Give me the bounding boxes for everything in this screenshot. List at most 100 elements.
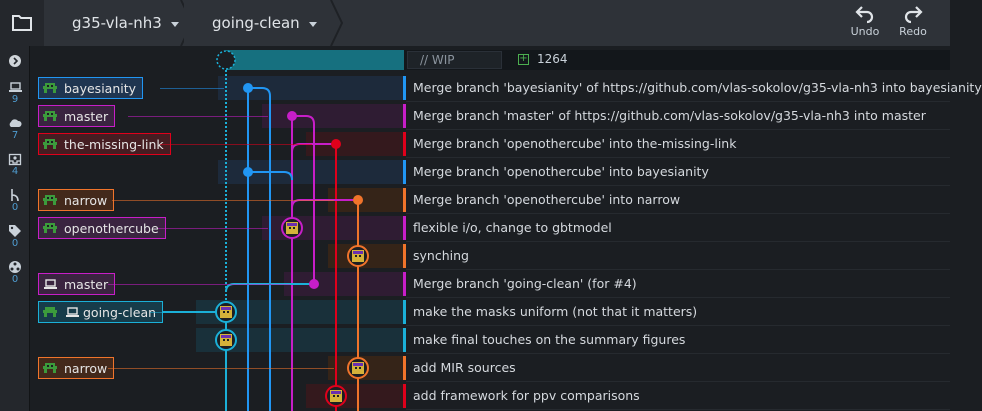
author-avatar-icon [223, 339, 225, 341]
commit-message: Merge branch 'openothercube' into the-mi… [413, 136, 737, 151]
author-avatar-icon [353, 251, 363, 254]
repo-selector[interactable]: g35-vla-nh3 [44, 0, 184, 46]
commit-message: Merge branch 'openothercube' into narrow [413, 192, 681, 207]
sidebar-item-stashes[interactable]: 4 [0, 153, 30, 177]
label-connector [160, 88, 224, 89]
remote-avatar-icon [39, 358, 61, 378]
branch-label-text: narrow [64, 360, 108, 376]
branch-color-marker [403, 328, 406, 352]
commit-message: make final touches on the summary figure… [413, 332, 686, 347]
commit-row[interactable]: Merge branch 'openothercube' into the-mi… [30, 130, 950, 158]
undo-icon [855, 6, 874, 24]
toolbar: g35-vla-nh3 going-clean Undo Redo [0, 0, 950, 47]
commit-row[interactable]: Merge branch 'openothercube' into narrow [30, 186, 950, 214]
redo-icon [904, 6, 923, 24]
tag-count: 0 [11, 238, 19, 249]
author-avatar-icon [227, 311, 229, 313]
sidebar-item-tags[interactable]: 0 [0, 225, 30, 249]
branch-color-marker [403, 300, 406, 324]
undo-button[interactable]: Undo [843, 4, 887, 42]
local-count: 9 [11, 94, 19, 105]
toggle-panel-button[interactable] [0, 55, 30, 67]
wip-count-value: 1264 [537, 52, 568, 66]
remote-avatar-icon [39, 190, 61, 210]
remote-avatar-icon [39, 218, 61, 238]
lane-line [292, 115, 315, 284]
author-avatar-icon [359, 367, 361, 369]
breadcrumb-separator [330, 0, 344, 47]
author-avatar-icon [331, 391, 341, 394]
author-avatar-icon [221, 335, 231, 338]
author-avatar-icon [221, 307, 231, 310]
wip-summary-input[interactable]: // WIP [407, 51, 502, 69]
branch-label-text: the-missing-link [64, 136, 164, 152]
merge-commit-node [309, 279, 319, 289]
folder-icon [12, 15, 32, 31]
branch-color-marker [403, 160, 406, 184]
remote-avatar-icon [39, 106, 61, 126]
commit-message: add MIR sources [413, 360, 516, 375]
branch-label[interactable]: openothercube [38, 217, 166, 239]
commit-message: add framework for ppv comparisons [413, 388, 640, 403]
row-divider [406, 381, 950, 382]
author-avatar-icon [223, 311, 225, 313]
wip-graph-strip [226, 50, 404, 70]
sidebar-item-pull-requests[interactable]: 0 [0, 189, 30, 213]
branch-label-text: master [64, 108, 109, 124]
branch-color-marker [403, 76, 406, 100]
chevron-down-icon [170, 21, 179, 27]
row-divider [406, 129, 950, 130]
branch-label[interactable]: master [38, 105, 116, 127]
commit-message: Merge branch 'bayesianity' of https://gi… [413, 80, 982, 95]
merge-commit-node [353, 195, 363, 205]
label-connector [150, 312, 202, 313]
commit-row[interactable]: add framework for ppv comparisons [30, 382, 950, 410]
cloud-icon [9, 119, 22, 127]
added-files-icon: + [518, 52, 529, 65]
branch-label[interactable]: the-missing-link [38, 133, 171, 155]
merge-commit-node [331, 139, 341, 149]
sidebar-item-local[interactable]: 9 [0, 81, 30, 105]
remote-avatar-icon [39, 302, 61, 322]
sidebar-item-remote[interactable]: 7 [0, 117, 30, 141]
redo-label: Redo [899, 25, 927, 38]
sidebar-item-submodules[interactable]: 0 [0, 261, 30, 285]
branch-color-marker [403, 132, 406, 156]
submodule-icon [9, 261, 21, 273]
wip-node [216, 50, 236, 70]
row-divider [406, 297, 950, 298]
chevron-down-icon [308, 21, 317, 27]
author-avatar-icon [355, 367, 357, 369]
author-avatar-icon [355, 255, 357, 257]
branch-selector[interactable]: going-clean [184, 0, 334, 46]
redo-button[interactable]: Redo [891, 4, 935, 42]
row-divider [406, 101, 950, 102]
author-avatar-icon [289, 227, 291, 229]
row-divider [406, 157, 950, 158]
commit-message: synching [413, 248, 469, 263]
branch-color-marker [403, 356, 406, 380]
wip-file-count: + 1264 [518, 52, 568, 66]
commit-message: flexible i/o, change to gbtmodel [413, 220, 612, 235]
branch-color-marker [403, 216, 406, 240]
branch-label[interactable]: bayesianity [38, 77, 144, 99]
branch-label[interactable]: narrow [38, 357, 115, 379]
branch-label[interactable]: going-clean [38, 301, 164, 323]
author-avatar-icon [359, 255, 361, 257]
branch-color-marker [403, 188, 406, 212]
commit-row-highlight [262, 104, 403, 128]
laptop-icon [8, 82, 22, 92]
branch-label[interactable]: narrow [38, 189, 115, 211]
label-connector [160, 144, 312, 145]
commit-message: Merge branch 'openothercube' into bayesi… [413, 164, 709, 179]
commit-row[interactable]: Merge branch 'master' of https://github.… [30, 102, 950, 130]
open-repo-button[interactable] [0, 0, 44, 46]
pr-count: 0 [11, 202, 19, 213]
author-avatar-icon [287, 223, 297, 226]
label-connector [158, 228, 268, 229]
branch-label-text: openothercube [64, 220, 159, 236]
author-avatar-icon [353, 363, 363, 366]
wip-placeholder: // WIP [420, 53, 455, 67]
branch-label[interactable]: master [38, 273, 116, 295]
laptop-icon [39, 274, 61, 294]
